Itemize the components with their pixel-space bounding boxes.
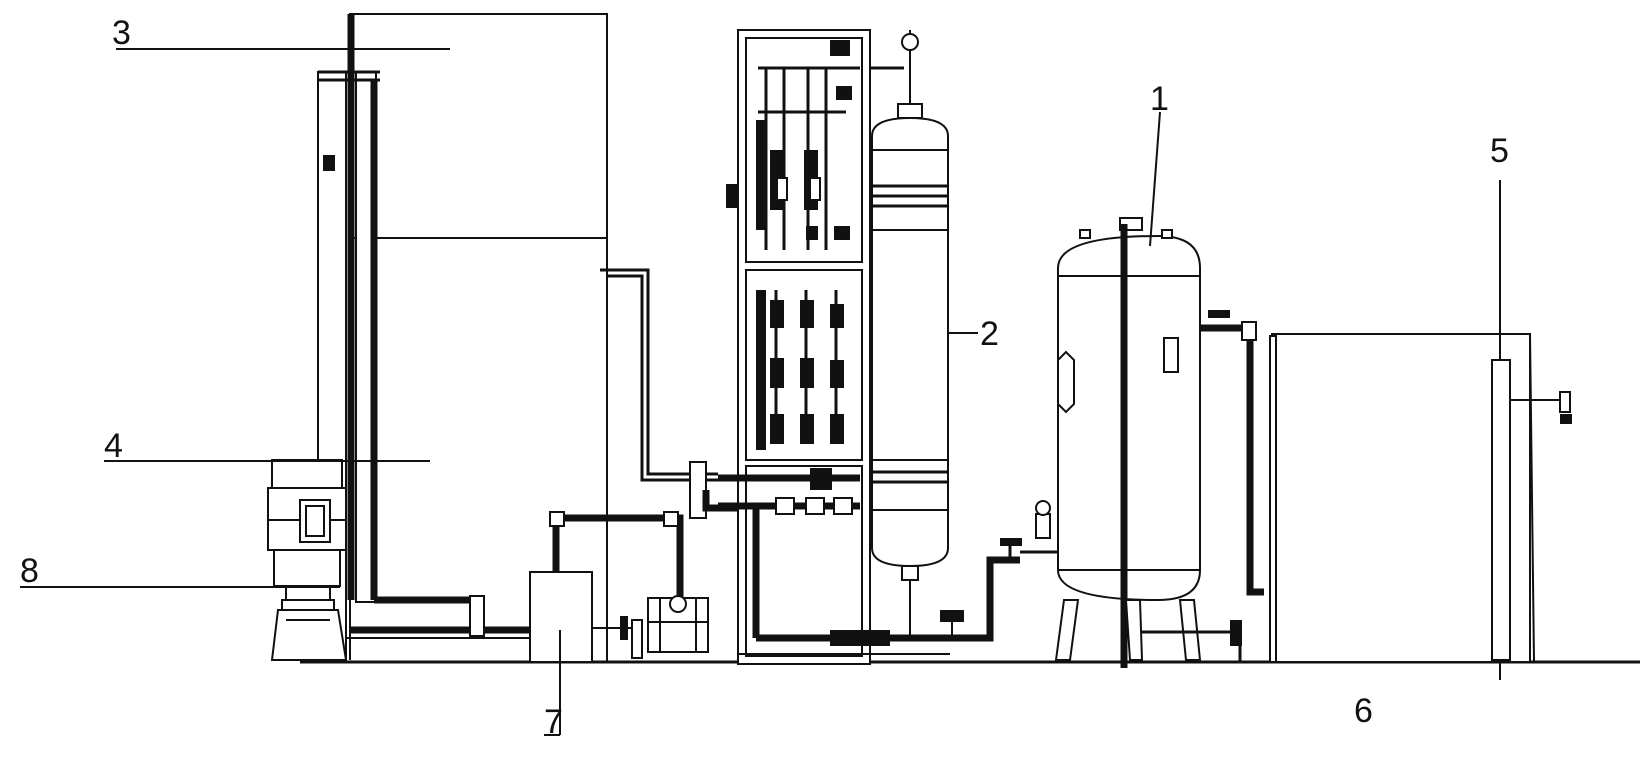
label-4: 4	[104, 427, 123, 465]
leader-1	[1149, 111, 1161, 247]
exchange-columns-upper	[726, 40, 860, 250]
column-assembly-3	[317, 13, 608, 663]
base-8	[270, 585, 348, 661]
pump	[647, 595, 709, 653]
label-3: 3	[112, 14, 131, 52]
exchange-manifold	[718, 468, 1020, 646]
label-8: 8	[20, 552, 39, 590]
exchange-columns-lower	[756, 290, 844, 450]
feed-pipe	[600, 268, 760, 519]
label-2: 2	[980, 315, 999, 353]
product-tank-6	[1269, 333, 1535, 663]
label-6: 6	[1354, 692, 1373, 730]
tank-7	[529, 511, 684, 663]
storage-tank-1	[1000, 217, 1264, 668]
label-7: 7	[544, 703, 563, 741]
label-5: 5	[1490, 132, 1509, 170]
label-1: 1	[1150, 80, 1169, 118]
motor-4	[267, 459, 347, 587]
tall-vessel-2	[870, 30, 964, 640]
